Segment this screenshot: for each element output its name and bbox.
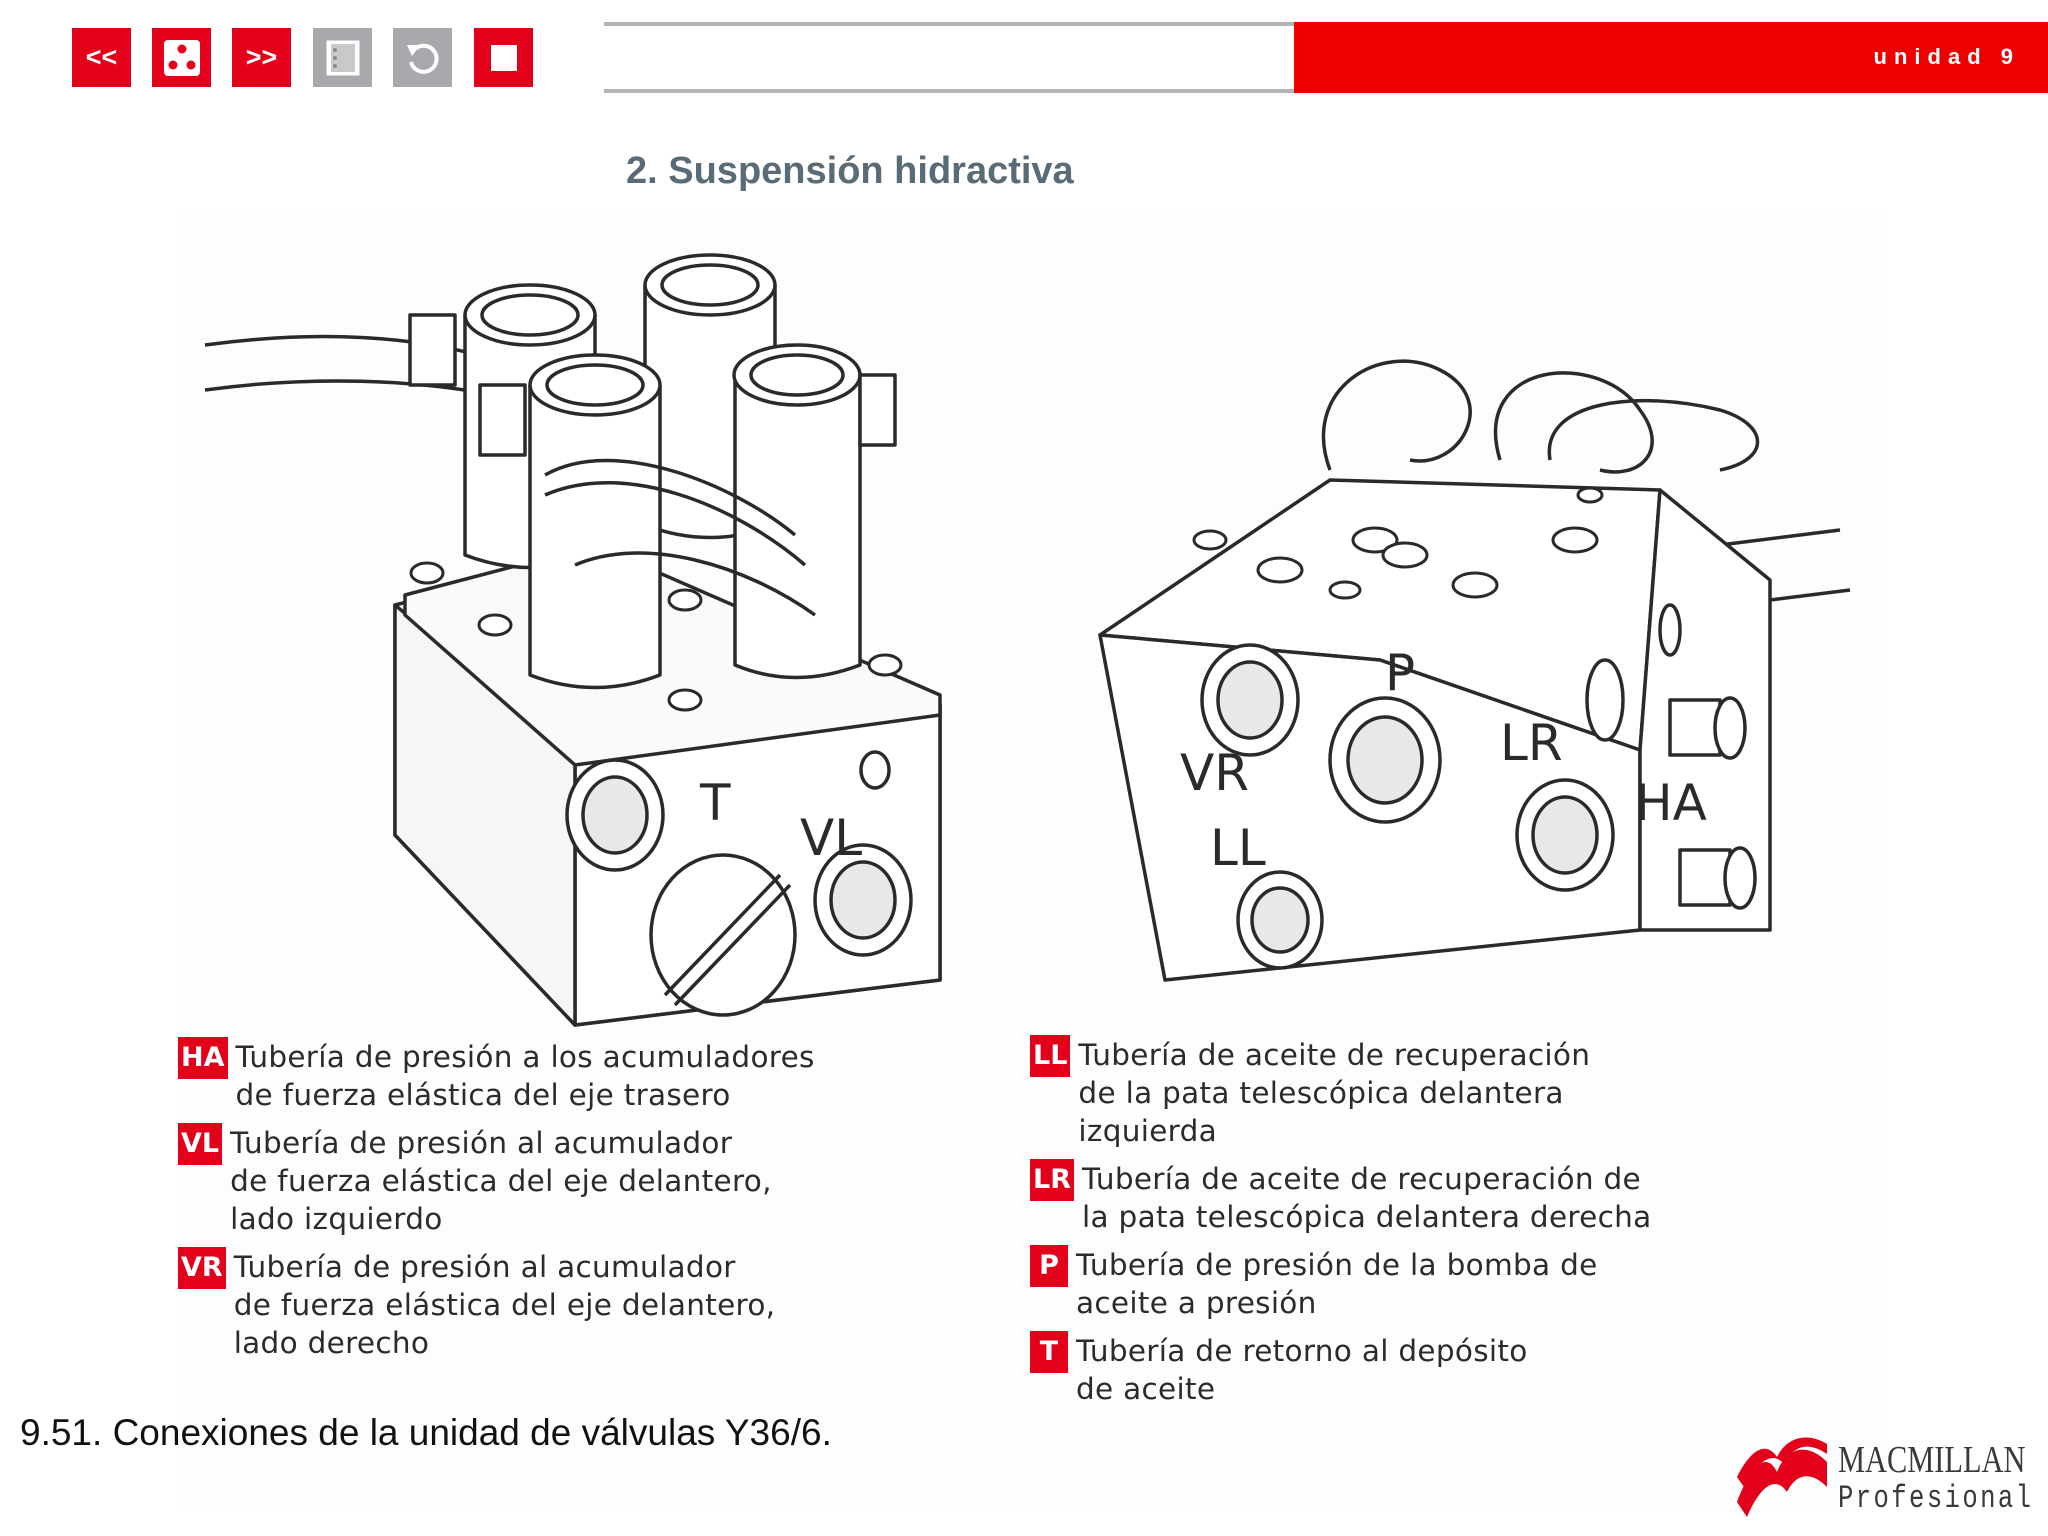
legend-item: HA Tubería de presión a los acumuladores…	[178, 1037, 815, 1114]
logo-text-line2: Profesional	[1838, 1480, 2034, 1517]
port-label-ll: LL	[1210, 819, 1266, 877]
port-label-p: P	[1385, 644, 1415, 702]
section-title: 2. Suspensión hidractiva	[626, 150, 1074, 192]
legend-text: Tubería de presión a los acumuladores de…	[235, 1040, 815, 1112]
publisher-logo: MACMILLAN Profesional	[1732, 1424, 2032, 1524]
index-button[interactable]	[152, 28, 211, 87]
header-divider	[604, 89, 1294, 93]
legend-text: Tubería de aceite de recuperación de la …	[1082, 1162, 1652, 1234]
unit-banner: unidad 9	[1294, 22, 2048, 93]
previous-icon: <<	[85, 42, 118, 72]
legend-code: P	[1030, 1245, 1068, 1287]
legend-item: T Tubería de retorno al depósito de acei…	[1030, 1331, 1652, 1408]
stop-button[interactable]	[474, 28, 533, 87]
legend-item: P Tubería de presión de la bomba de acei…	[1030, 1245, 1652, 1322]
header-divider	[604, 22, 1294, 26]
legend-right: LL Tubería de aceite de recuperación de …	[1030, 1035, 1652, 1418]
legend-item: VL Tubería de presión al acumulador de f…	[178, 1123, 815, 1238]
legend-code: VL	[178, 1123, 223, 1165]
unit-label: unidad 9	[1873, 44, 2020, 69]
legend-item: VR Tubería de presión al acumulador de f…	[178, 1247, 815, 1362]
figure-caption: 9.51. Conexiones de la unidad de válvula…	[20, 1412, 832, 1453]
undo-icon	[406, 43, 439, 74]
next-button[interactable]: >>	[232, 28, 291, 87]
document-icon	[326, 40, 359, 75]
legend-code: LR	[1030, 1159, 1074, 1201]
port-label-vl: VL	[800, 809, 862, 867]
header-bar: unidad 9	[604, 22, 2048, 93]
previous-button[interactable]: <<	[72, 28, 131, 87]
valve-unit-drawing-right: P VR LR HA LL	[1098, 359, 1851, 982]
next-icon: >>	[245, 42, 278, 72]
legend-text: Tubería de presión de la bomba de aceite…	[1076, 1248, 1598, 1320]
logo-text-line1: MACMILLAN	[1838, 1439, 2026, 1481]
legend-code: LL	[1030, 1035, 1071, 1077]
legend-text: Tubería de presión al acumulador de fuer…	[233, 1250, 776, 1360]
stop-icon	[490, 44, 517, 71]
legend-code: VR	[178, 1247, 226, 1289]
legend-text: Tubería de aceite de recuperación de la …	[1078, 1038, 1591, 1148]
port-label-vr: VR	[1180, 744, 1249, 802]
legend-code: HA	[178, 1037, 228, 1079]
index-dots-icon	[163, 39, 200, 76]
port-label-lr: LR	[1500, 714, 1563, 772]
legend-item: LL Tubería de aceite de recuperación de …	[1030, 1035, 1652, 1150]
document-button[interactable]	[313, 28, 372, 87]
legend-left: HA Tubería de presión a los acumuladores…	[178, 1037, 815, 1372]
legend-text: Tubería de retorno al depósito de aceite	[1076, 1334, 1528, 1406]
valve-unit-drawing-left: T VL	[204, 253, 942, 1027]
legend-code: T	[1030, 1331, 1068, 1373]
legend-item: LR Tubería de aceite de recuperación de …	[1030, 1159, 1652, 1236]
port-label-t: T	[699, 774, 731, 832]
undo-button[interactable]	[393, 28, 452, 87]
port-label-ha: HA	[1635, 774, 1707, 832]
logo-mark-icon	[1737, 1437, 1827, 1517]
legend-text: Tubería de presión al acumulador de fuer…	[230, 1126, 772, 1236]
